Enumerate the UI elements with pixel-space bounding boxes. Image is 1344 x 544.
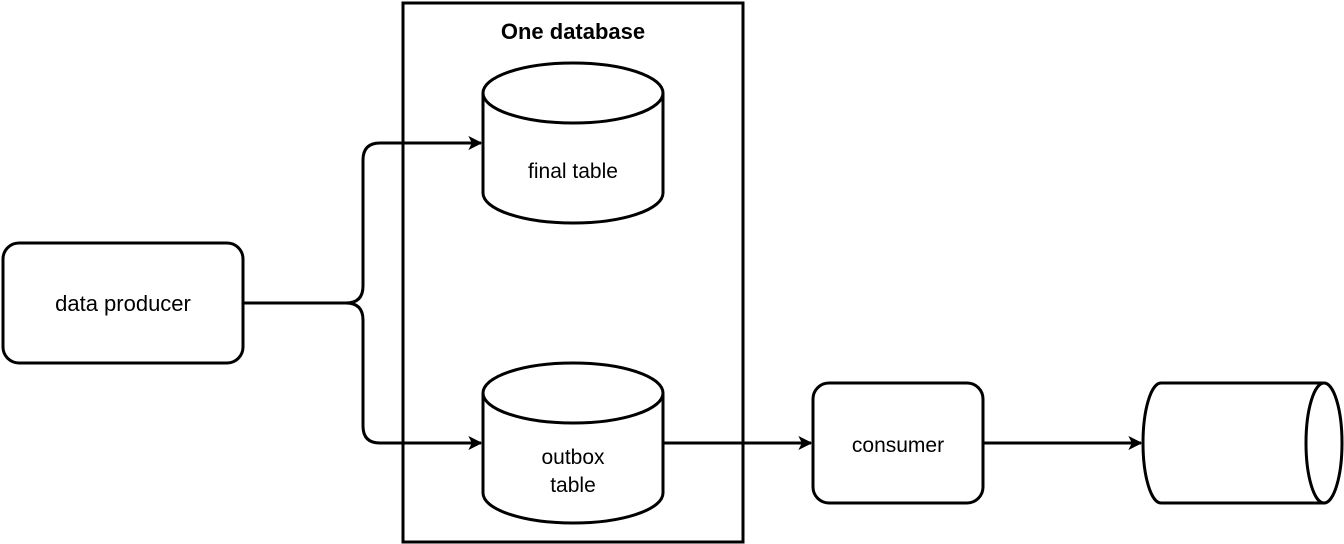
- final-table-label: final table: [528, 160, 618, 183]
- outbox-table-cylinder-top: [481, 361, 665, 425]
- consumer-box: [811, 381, 985, 505]
- data-producer-box: [1, 241, 245, 365]
- node-data-producer: data producer: [1, 241, 245, 365]
- database-container: One database: [401, 1, 745, 544]
- node-queue: [1141, 381, 1344, 505]
- edges: [243, 136, 1143, 450]
- queue-cylinder-body: [1141, 381, 1326, 505]
- database-container-border: [401, 1, 745, 544]
- node-consumer: consumer: [811, 381, 985, 505]
- edge-producer-to-final-table: [243, 136, 483, 305]
- outbox-table-label-line1: outbox: [541, 446, 605, 469]
- queue-cylinder-end: [1304, 381, 1344, 505]
- edge-producer-to-outbox-table: [243, 301, 483, 450]
- consumer-label: consumer: [852, 434, 944, 457]
- node-final-table: final table: [481, 61, 665, 225]
- outbox-table-label-line2: table: [550, 474, 596, 497]
- data-producer-label: data producer: [55, 291, 191, 316]
- final-table-cylinder-top: [481, 61, 665, 125]
- outbox-table-cylinder-body: [481, 393, 665, 525]
- database-container-title: One database: [501, 19, 645, 44]
- node-outbox-table: outbox table: [481, 361, 665, 525]
- final-table-cylinder-body: [481, 93, 665, 225]
